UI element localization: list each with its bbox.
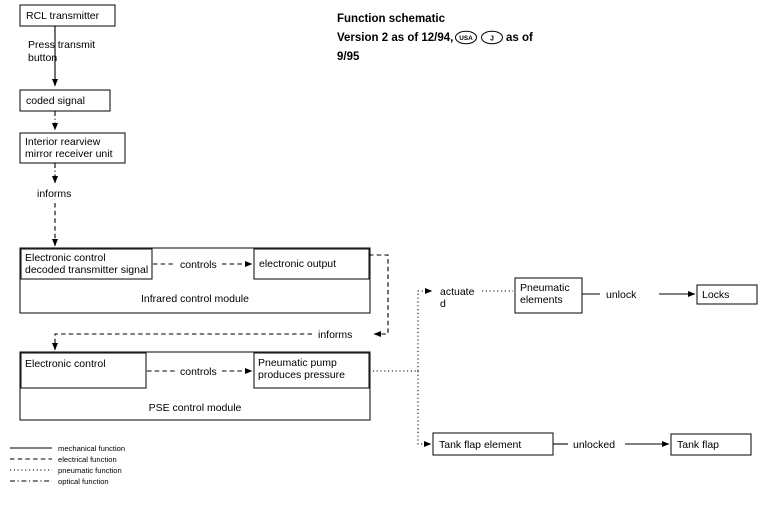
node-ir-electronic-control[interactable]	[20, 248, 153, 280]
edge-press-transmit-label-line1: Press transmit	[28, 39, 95, 51]
node-locks[interactable]	[696, 284, 758, 305]
usa-badge-label: USA	[459, 35, 473, 42]
edge-actuated-label-line1: actuate	[440, 286, 475, 298]
node-locks-label: Locks	[702, 289, 729, 301]
edge-informs-feedback-path	[369, 254, 389, 337]
node-ir-electronic-control-label-line2: decoded transmitter signal	[25, 264, 148, 276]
node-pneumatic-elements-label-line1: Pneumatic	[520, 282, 570, 294]
legend-label-electrical: electrical function	[58, 455, 117, 464]
page-title: Function schematic	[337, 13, 446, 25]
node-pneumatic-pump-label-line2: produces pressure	[258, 369, 345, 381]
edge-feedback-to-pse	[51, 333, 312, 351]
title-version-post: as of	[506, 32, 533, 44]
edge-informs-feedback-label: informs	[318, 329, 352, 341]
node-mirror-receiver-unit-label-line1: Interior rearview	[25, 136, 101, 148]
node-tank-flap-element-label: Tank flap element	[439, 439, 521, 451]
edge-actuated-label-line2: d	[440, 298, 446, 310]
edge-informs-top-label: informs	[37, 188, 71, 200]
edge-unlocked-label: unlocked	[573, 439, 615, 451]
node-pse-electronic-control[interactable]	[20, 352, 147, 389]
node-pse-control-module-label: PSE control module	[149, 402, 242, 414]
node-pneumatic-elements-label-line2: elements	[520, 294, 563, 306]
usa-badge-outline	[455, 30, 477, 45]
node-electronic-output-label: electronic output	[259, 258, 336, 270]
edge-press-transmit-label-line2: button	[28, 52, 57, 64]
node-tank-flap-label: Tank flap	[677, 439, 719, 451]
node-mirror-receiver-unit[interactable]	[19, 132, 126, 164]
node-ir-electronic-control-label-line1: Electronic control	[25, 252, 106, 264]
node-pse-electronic-control-label: Electronic control	[25, 358, 106, 370]
node-coded-signal[interactable]	[19, 89, 111, 112]
edge-unlock-label: unlock	[606, 289, 637, 301]
title-version-pre: Version 2 as of 12/94,	[337, 32, 453, 44]
legend-label-optical: optical function	[58, 477, 109, 486]
edge-distribution-to-tank-flap-element	[417, 371, 432, 448]
j-badge-outline	[481, 30, 503, 45]
node-pneumatic-pump-label-line1: Pneumatic pump	[258, 357, 337, 369]
node-rcl-transmitter[interactable]	[19, 4, 116, 27]
node-rcl-transmitter-label: RCL transmitter	[26, 10, 100, 22]
title-version-date: 9/95	[337, 51, 360, 63]
node-electronic-output[interactable]	[253, 248, 370, 280]
edge-controls-pse-label: controls	[180, 366, 217, 378]
node-coded-signal-label: coded signal	[26, 95, 85, 107]
edge-controls-ir-label: controls	[180, 259, 217, 271]
node-mirror-receiver-unit-label-line2: mirror receiver unit	[25, 148, 113, 160]
node-tank-flap[interactable]	[670, 433, 752, 456]
j-badge-label: J	[490, 36, 494, 43]
legend-label-pneumatic: pneumatic function	[58, 466, 122, 475]
node-pneumatic-elements[interactable]	[514, 277, 583, 314]
node-infrared-control-module-label: Infrared control module	[141, 293, 249, 305]
edge-distribution-to-actuated	[417, 288, 433, 371]
legend-label-mechanical: mechanical function	[58, 444, 125, 453]
